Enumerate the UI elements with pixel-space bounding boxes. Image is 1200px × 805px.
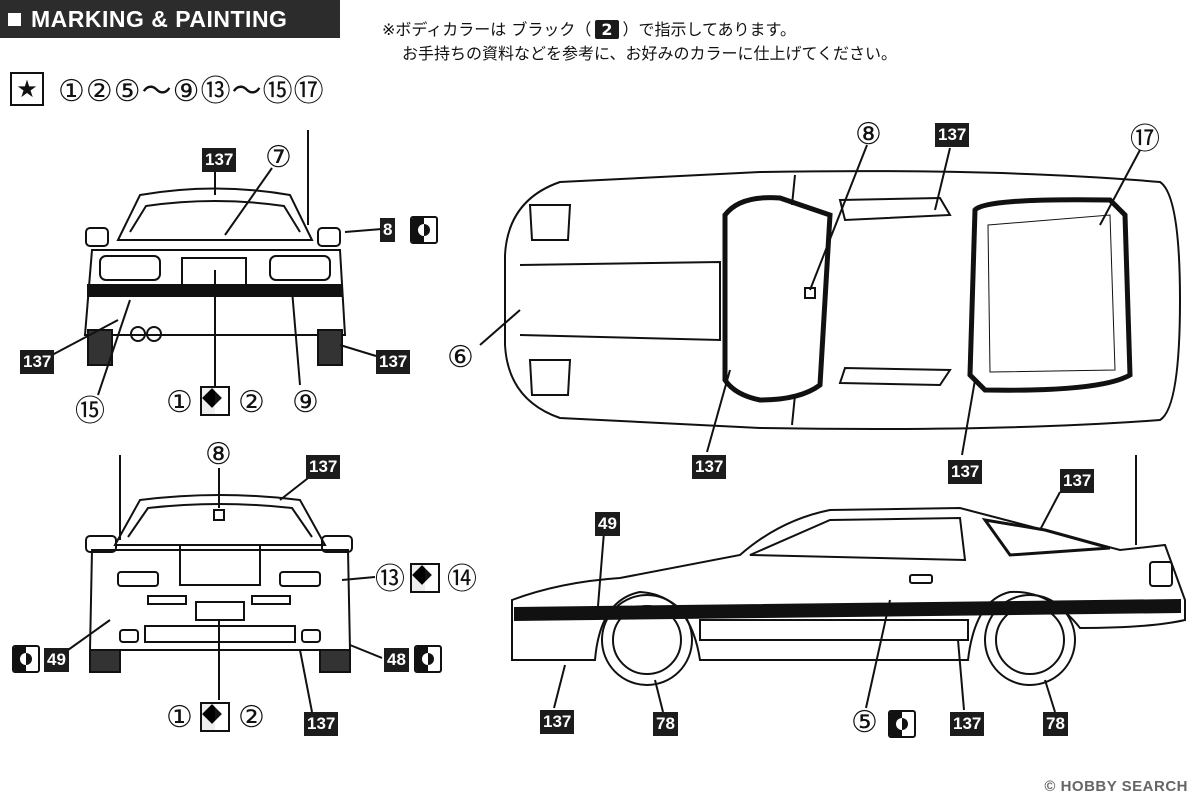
section-title: MARKING & PAINTING [31,5,288,32]
side-code-49: 49 [595,512,620,536]
front-decal-2: ② [238,700,265,735]
top-decal-6: ⑥ [447,340,474,375]
side-decal-5: ⑤ [851,705,878,740]
star-icon: ★ [10,72,44,106]
section-header: MARKING & PAINTING [0,0,340,38]
front-decal-14: ⑭ [447,562,477,597]
half-circle-icon [888,710,916,738]
top-code-137-bottom-right: 137 [948,460,983,484]
side-code-137-top: 137 [1060,469,1095,493]
diamond-flag-icon [410,563,440,593]
top-code-137-bottom-left: 137 [692,455,727,479]
side-view-drawing [511,455,1186,713]
rear-view-drawing [51,130,383,396]
rear-code-137-top: 137 [202,148,237,172]
half-circle-icon [410,216,438,244]
rear-code-137-right: 137 [376,350,411,374]
side-code-78-left: 78 [653,712,678,736]
rear-decal-15: ⑮ [75,394,105,429]
rear-decal-1: ① [166,385,193,420]
side-code-78-right: 78 [1043,712,1068,736]
rear-decal-8: 8 [380,218,396,242]
front-decal-8: ⑧ [205,437,232,472]
watermark: © HOBBY SEARCH [1044,778,1188,795]
top-decal-17: ⑰ [1130,122,1160,157]
color-number-badge: 2 [595,20,619,39]
note-line-1: ※ボディカラーは ブラック（2）で指示してあります。 [382,16,796,40]
half-circle-icon [414,645,442,673]
diamond-flag-icon [200,386,230,416]
side-code-137-bottom-mid: 137 [950,712,985,736]
note-text-pre: ※ボディカラーは ブラック（ [382,20,592,39]
front-code-49: 49 [44,648,69,672]
rear-decal-7: ⑦ [265,140,292,175]
front-code-137-top: 137 [306,455,341,479]
rear-code-137-left: 137 [20,350,55,374]
front-code-48: 48 [384,648,409,672]
top-view-drawing [479,144,1182,456]
front-code-137-bottom: 137 [304,712,339,736]
half-circle-icon [12,645,40,673]
note-line-2: お手持ちの資料などを参考に、お好みのカラーに仕上げてください。 [402,44,898,63]
front-decal-1: ① [166,700,193,735]
front-view-drawing [67,455,383,713]
rear-decal-2: ② [238,385,265,420]
note-text-post: ）で指示してあります。 [622,20,796,39]
square-icon [8,12,21,26]
front-decal-13: ⑬ [375,562,405,597]
decal-sequence: ①②⑤〜⑨⑬〜⑮⑰ [58,74,325,109]
diamond-flag-icon [200,702,230,732]
top-code-137-top: 137 [935,123,970,147]
rear-decal-9: ⑨ [292,385,319,420]
side-code-137-bottom-left: 137 [540,710,575,734]
top-decal-8: ⑧ [855,117,882,152]
